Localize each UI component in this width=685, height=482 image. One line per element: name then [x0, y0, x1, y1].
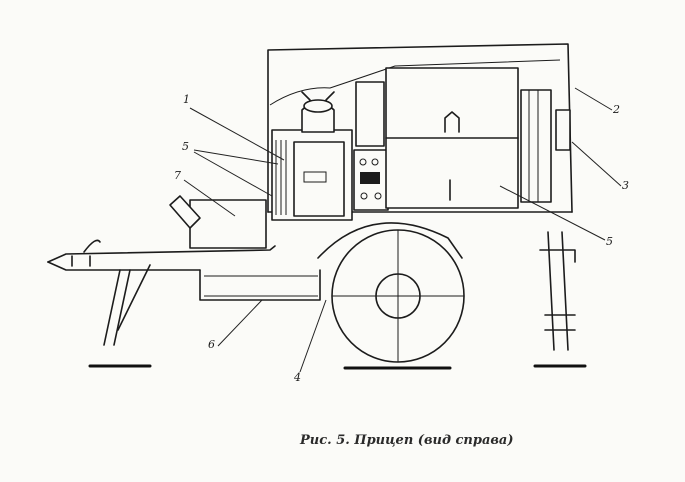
battery-box — [169, 195, 267, 249]
rear-jack-stand — [533, 231, 587, 368]
control-panel — [353, 149, 389, 211]
callout-7: 7 — [174, 169, 181, 182]
callout-4: 4 — [294, 371, 301, 384]
front-support-leg — [88, 264, 152, 368]
generator-housing — [355, 67, 571, 209]
figure-caption: Рис. 5. Прицеп (вид справа) — [300, 433, 514, 448]
engine — [271, 91, 353, 221]
callout-1: 1 — [183, 93, 190, 106]
leader-lines — [183, 87, 622, 373]
callout-5-right: 5 — [606, 235, 613, 248]
callout-3: 3 — [622, 179, 629, 192]
callout-5-left: 5 — [182, 140, 189, 153]
callout-2: 2 — [613, 103, 620, 116]
wheel — [317, 222, 465, 370]
callout-6: 6 — [208, 338, 215, 351]
drawbar-frame — [47, 239, 576, 301]
